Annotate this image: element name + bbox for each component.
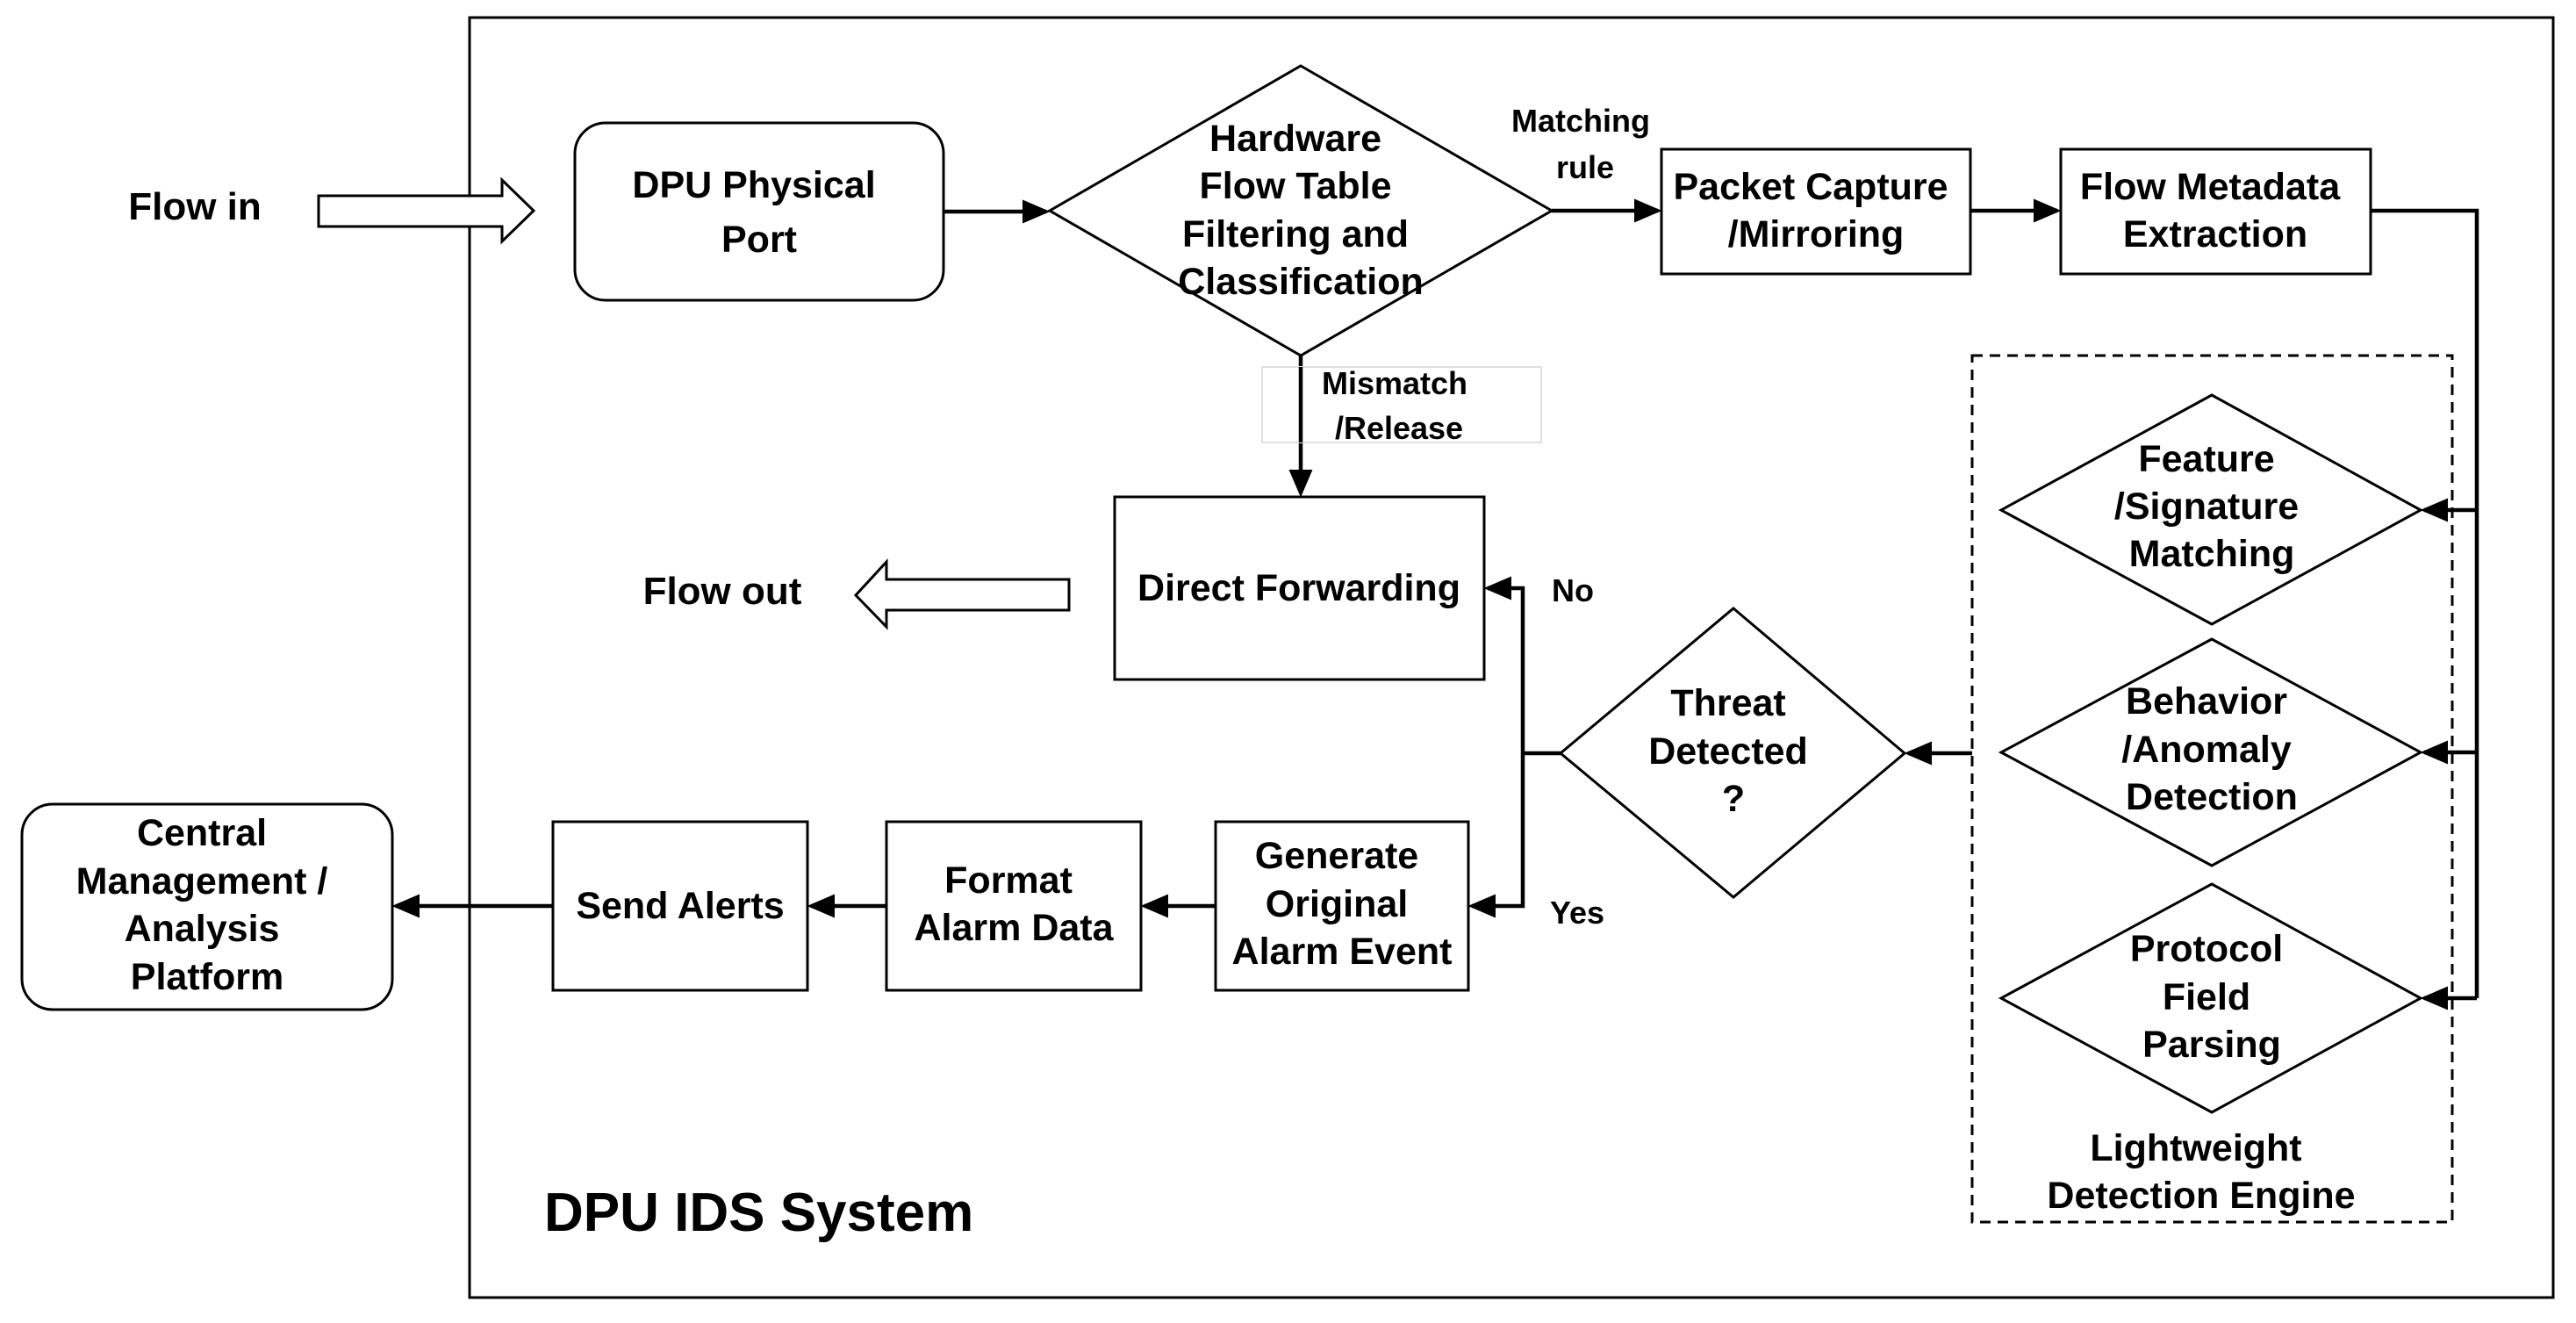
system-title: DPU IDS System	[544, 1183, 973, 1243]
no-label: No	[1552, 572, 1594, 608]
protocol-parsing-node	[1998, 882, 2424, 1114]
edge-branch-no	[1483, 576, 1525, 753]
anomaly-label: Behavior /Anomaly Detection	[2121, 680, 2302, 818]
flow-in-arrow	[317, 176, 536, 245]
engine-label: Lightweight Detection Engine	[2047, 1127, 2355, 1217]
packet-capture-label: Packet Capture /Mirroring	[1673, 166, 1958, 255]
direct-forwarding-node	[1113, 495, 1486, 681]
flow-out-arrow	[853, 558, 1071, 630]
detection-engine-container	[1970, 354, 2454, 1224]
mismatch-label-box	[1261, 366, 1542, 443]
signature-label: Feature /Signature Matching	[2114, 438, 2309, 575]
flow-table-label: Hardware Flow Table Filtering and Classi…	[1178, 118, 1424, 303]
anomaly-detection-node	[1998, 637, 2424, 867]
mismatch-label: Mismatch /Release	[1322, 365, 1476, 446]
send-alerts-label: Send Alerts	[576, 885, 784, 927]
central-platform-label: Central Management / Analysis Platform	[76, 812, 339, 998]
flow-in-label: Flow in	[128, 185, 262, 228]
system-boundary	[468, 16, 2555, 1299]
edge-branch-yes	[1467, 753, 1525, 918]
physical-port-label: DPU Physical Port	[632, 164, 886, 261]
threat-label: Threat Detected ?	[1648, 682, 1819, 820]
dpu-physical-port-node	[573, 121, 945, 302]
matching-rule-label: Matching rule	[1511, 103, 1659, 185]
protocol-label: Protocol Field Parsing	[2130, 928, 2293, 1066]
format-alarm-node	[885, 820, 1143, 992]
direct-forwarding-label: Direct Forwarding	[1137, 567, 1460, 609]
edge-metadata-to-engine-bus	[2371, 208, 2479, 998]
flow-out-label: Flow out	[643, 570, 802, 613]
yes-label: Yes	[1550, 895, 1604, 931]
metadata-extraction-node	[2059, 147, 2372, 276]
threat-detected-node	[1558, 607, 1907, 899]
flow-table-node	[1046, 64, 1555, 357]
signature-matching-node	[1998, 393, 2424, 626]
metadata-label: Flow Metadata Extraction	[2080, 166, 2350, 255]
generate-alarm-label: Generate Original Alarm Event	[1232, 835, 1453, 973]
format-alarm-label: Format Alarm Data	[914, 859, 1114, 949]
